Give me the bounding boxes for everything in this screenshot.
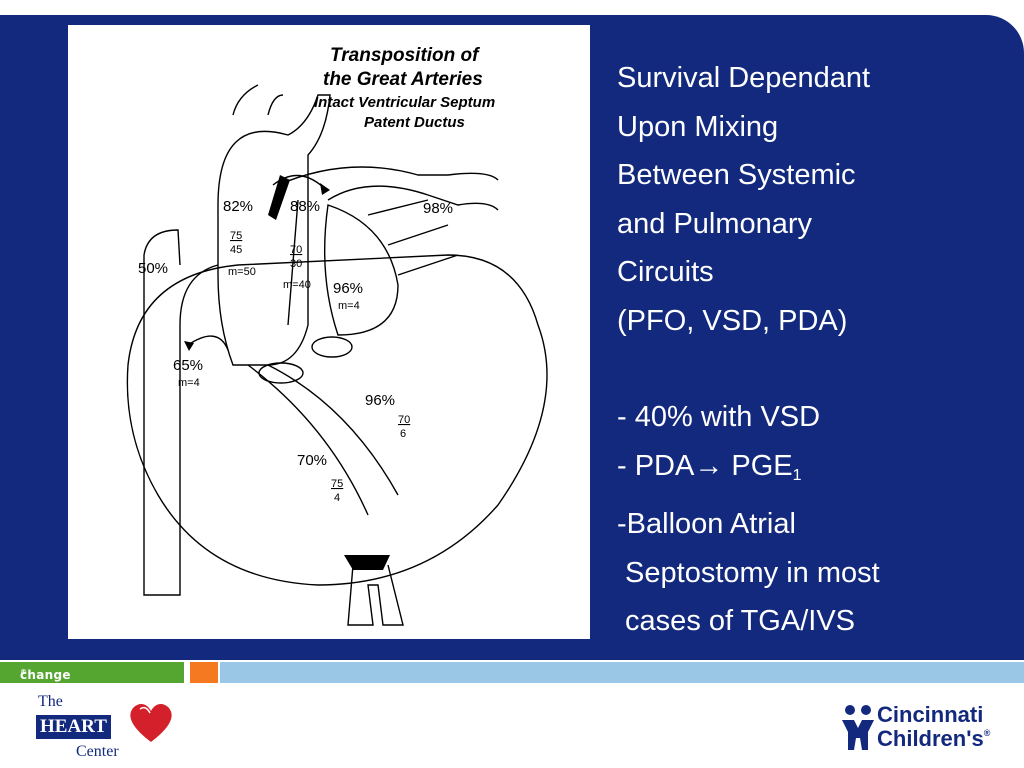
bullet-pda-subscript: 1	[792, 466, 802, 484]
cincinnati-childrens-logo: Cincinnati Children's®	[840, 702, 1020, 758]
pv-saturation-label: 98%	[423, 200, 453, 217]
aorta-saturation-label: 82%	[223, 198, 253, 215]
body-line-3: Between Systemic	[617, 159, 856, 191]
aorta-outline	[217, 94, 331, 366]
bullet-balloon-line3: cases of TGA/IVS	[617, 605, 856, 637]
body-line-5: Circuits	[617, 256, 714, 288]
body-line-1: Survival Dependant	[617, 62, 871, 94]
heart-logo-center: Center	[76, 743, 119, 760]
vena-cava-outline	[143, 255, 219, 596]
heart-outer-outline	[126, 254, 548, 586]
aortic-band-patch	[344, 555, 390, 570]
bullet-pda-pge: PGE	[723, 449, 793, 482]
heart-diagram-svg: Transposition of the Great Arteries Inta…	[126, 45, 548, 626]
pa-pressure-diastolic: 30	[290, 258, 302, 270]
aorta-pressure-diastolic: 45	[230, 244, 242, 256]
lv-pressure-systolic: 70	[398, 414, 410, 426]
footer-orange-block	[190, 662, 218, 683]
bullet-pda: - PDA→ PGE1	[617, 442, 1017, 501]
svc-saturation-label: 50%	[138, 260, 168, 277]
lv-pressure-diastolic: 6	[400, 428, 406, 440]
right-ventricle-saturation: 70%	[297, 452, 327, 469]
arch-branches	[232, 84, 284, 116]
body-line-4: and Pulmonary	[617, 207, 813, 240]
body-line-2: Upon Mixing	[617, 110, 779, 143]
cincinnati-text: Cincinnati	[877, 702, 984, 727]
pulmonary-veins-outline	[367, 199, 459, 276]
heart-center-logo: The HEART Center	[26, 691, 180, 765]
figure-subtitle-line1: Intact Ventricular Septum	[314, 94, 495, 111]
heart-logo-heart: HEART	[36, 715, 111, 739]
pa-saturation-label: 88%	[290, 198, 320, 215]
atrial-arrowhead	[184, 341, 194, 351]
svc-top-outline	[143, 229, 181, 266]
heart-icon	[130, 704, 172, 742]
pulmonary-artery-outline	[277, 166, 499, 326]
childrens-text: Children's®	[877, 726, 990, 752]
descending-aorta-outline	[347, 564, 404, 626]
left-atrium-saturation: 96%	[333, 280, 363, 297]
aorta-mean-pressure: m=50	[228, 266, 256, 278]
mitral-valve-outline	[311, 336, 353, 358]
right-atrium-mean-pressure: m=4	[178, 377, 200, 389]
pa-mean-pressure: m=40	[283, 279, 311, 291]
bullet-pda-prefix: - PDA	[617, 449, 695, 482]
left-atrium-mean-pressure: m=4	[338, 300, 360, 312]
left-ventricle-saturation: 96%	[365, 392, 395, 409]
bullet-balloon-line1: -Balloon Atrial	[617, 508, 796, 540]
pa-pressure-systolic: 70	[290, 244, 302, 256]
right-arrow-icon: →	[694, 449, 724, 482]
childrens-figure-icon	[842, 705, 874, 750]
figure-title-line2: the Great Arteries	[323, 69, 483, 90]
ductus-arrow-line	[272, 174, 324, 188]
figure-subtitle-line2: Patent Ductus	[364, 114, 465, 131]
atrial-arrow-line	[187, 335, 229, 351]
septum-outline	[247, 364, 399, 516]
bullet-balloon-line2: Septostomy in most	[617, 556, 880, 589]
aorta-pressure-systolic: 75	[230, 230, 242, 242]
heart-logo-the: The	[38, 693, 63, 710]
footer-tagline-text: change the outcome	[20, 668, 81, 710]
footer-gap	[184, 662, 190, 683]
tga-heart-diagram: Transposition of the Great Arteries Inta…	[68, 25, 590, 639]
footer-blue-bar	[220, 662, 1024, 683]
childrens-word: Children's	[877, 726, 984, 751]
aortic-valve-outline	[258, 362, 304, 384]
left-atrium-outline	[323, 204, 399, 336]
right-atrium-saturation: 65%	[173, 357, 203, 374]
slide-body-text: Survival Dependant Upon Mixing Between S…	[617, 54, 1017, 646]
childrens-mark: ®	[983, 728, 991, 738]
bullet-vsd: - 40% with VSD	[617, 401, 821, 433]
body-spacer	[617, 345, 1017, 393]
rv-pressure-diastolic: 4	[334, 492, 340, 504]
footer-tagline-mark: ®	[20, 668, 28, 676]
body-line-6: (PFO, VSD, PDA)	[617, 304, 848, 337]
ductus-dark-patch	[268, 175, 290, 220]
footer-tagline-bar: change the outcome®	[0, 662, 184, 710]
rv-pressure-systolic: 75	[331, 478, 343, 490]
ductus-arrowhead	[320, 183, 330, 195]
figure-title-line1: Transposition of	[330, 45, 480, 66]
